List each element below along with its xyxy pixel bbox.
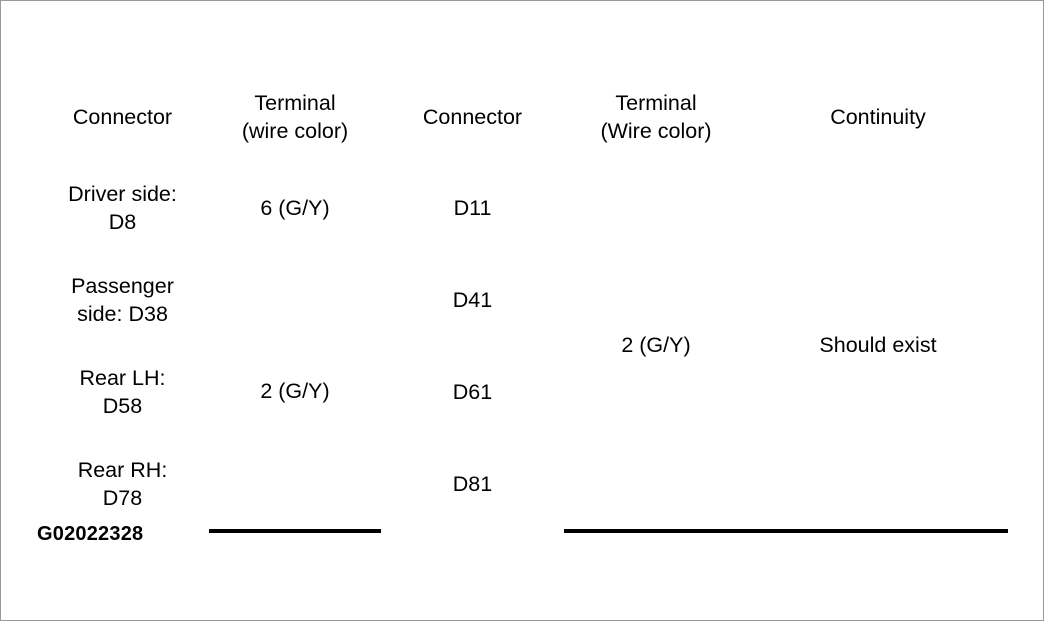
- connector-a-line1: Rear RH:: [77, 458, 168, 483]
- header-cell-connector-a: Connector: [36, 73, 209, 163]
- header-cell-continuity: Continuity: [748, 73, 1008, 163]
- continuity-table: Connector Terminal (wire color) Connecto…: [36, 73, 1008, 533]
- table-row: Rear RH: D78 D81: [36, 439, 1008, 531]
- header-cell-connector-b: Connector: [381, 73, 564, 163]
- cell-connector-b: D81: [381, 439, 564, 531]
- cell-continuity-merged: Should exist: [748, 163, 1008, 533]
- header-label-line2: (Wire color): [600, 119, 712, 143]
- continuity-table-container: Connector Terminal (wire color) Connecto…: [36, 73, 1008, 533]
- cell-connector-b: D41: [381, 255, 564, 347]
- cell-connector-b: D11: [381, 163, 564, 255]
- table-row: Rear LH: D58 D61: [36, 347, 1008, 439]
- table-row: Driver side: D8 6 (G/Y) D11 2 (G/Y) Shou…: [36, 163, 1008, 533]
- connector-a-line1: Rear LH:: [79, 366, 166, 391]
- connector-a-line1: Driver side:: [68, 182, 177, 207]
- connector-a-line1: Passenger: [71, 274, 174, 299]
- connector-a-line2: D78: [102, 486, 143, 510]
- cell-terminal-a-merged: 2 (G/Y): [209, 255, 381, 533]
- cell-connector-b: D61: [381, 347, 564, 439]
- connector-a-line2: side: D38: [77, 302, 168, 326]
- table-header-row: Connector Terminal (wire color) Connecto…: [36, 73, 1008, 163]
- header-label-line1: Connector: [422, 105, 523, 130]
- figure-caption: G02022328: [37, 523, 144, 545]
- header-label-line1: Continuity: [830, 105, 926, 130]
- cell-connector-a: Driver side: D8: [36, 163, 209, 255]
- header-label-line1: Terminal: [254, 91, 336, 116]
- connector-a-line2: D8: [108, 210, 137, 234]
- table-row: Passenger side: D38 2 (G/Y) D41: [36, 255, 1008, 533]
- cell-terminal-a: 6 (G/Y): [209, 163, 381, 255]
- header-label-line1: Connector: [72, 105, 173, 130]
- header-cell-terminal-a: Terminal (wire color): [209, 73, 381, 163]
- cell-terminal-b-merged: 2 (G/Y): [564, 163, 748, 533]
- header-label-line1: Terminal: [615, 91, 697, 116]
- cell-connector-a: Rear LH: D58: [36, 347, 209, 439]
- header-label-line2: (wire color): [241, 119, 349, 143]
- cell-connector-a: Passenger side: D38: [36, 255, 209, 347]
- header-cell-terminal-b: Terminal (Wire color): [564, 73, 748, 163]
- cell-connector-a: Rear RH: D78: [36, 439, 209, 531]
- connector-a-line2: D58: [102, 394, 143, 418]
